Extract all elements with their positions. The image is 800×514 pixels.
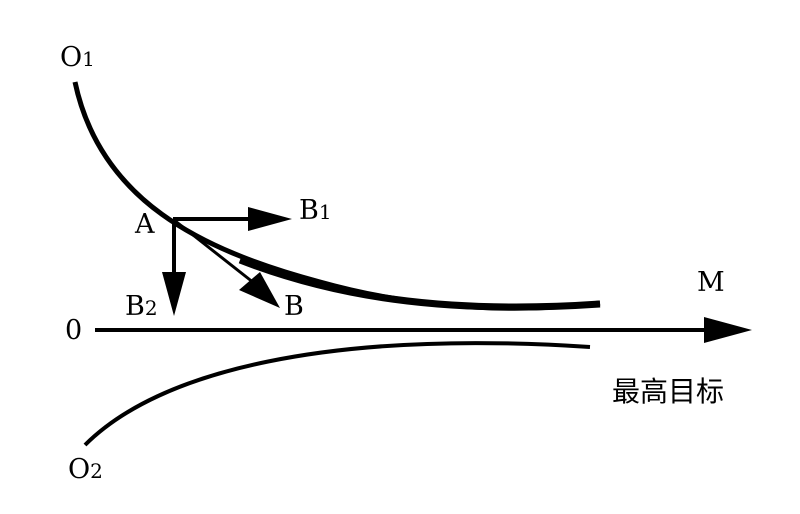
label-b1: B1 bbox=[299, 195, 332, 226]
upper-curve-tail bbox=[238, 256, 601, 311]
vector-b1-arrowhead bbox=[248, 207, 292, 231]
vector-b2-arrowhead bbox=[162, 272, 186, 316]
upper-curve bbox=[72, 81, 601, 311]
label-o1: O1 bbox=[60, 42, 95, 73]
vector-b-shaft bbox=[173, 218, 255, 285]
label-goal: 最高目标 bbox=[612, 375, 724, 408]
label-origin: 0 bbox=[65, 315, 82, 346]
label-b2: B2 bbox=[125, 291, 158, 322]
label-m: M bbox=[697, 267, 725, 298]
label-o2: O2 bbox=[68, 454, 103, 485]
label-a: A bbox=[134, 209, 155, 240]
label-b: B bbox=[284, 291, 304, 322]
lower-curve bbox=[83, 341, 591, 447]
axis-arrowhead bbox=[704, 317, 752, 343]
vector-b-arrowhead bbox=[239, 272, 280, 308]
